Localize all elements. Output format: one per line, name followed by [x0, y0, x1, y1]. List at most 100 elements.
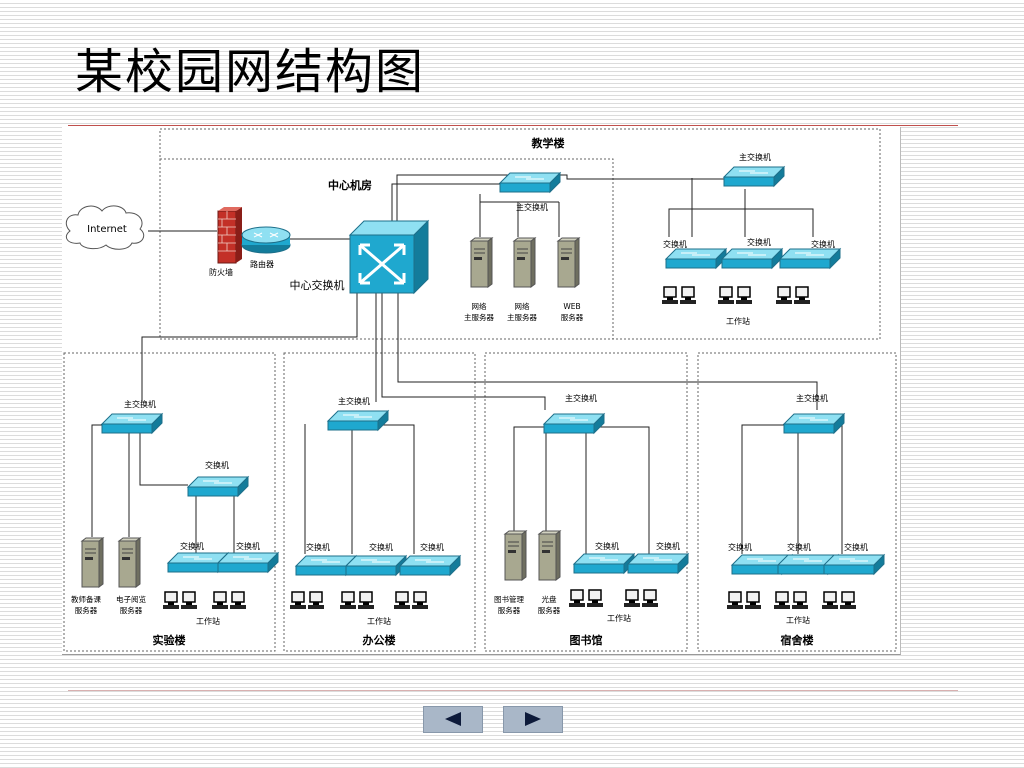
- workstation-icon: [624, 590, 658, 607]
- switch-label: 交换机: [787, 542, 811, 552]
- server-label: 光盘: [542, 594, 557, 604]
- switch-icon: [101, 413, 163, 434]
- workstation-label: 工作站: [607, 613, 631, 623]
- switch-icon: [217, 552, 279, 573]
- workstation-icon: [774, 592, 808, 609]
- workstation-label: 工作站: [726, 316, 750, 326]
- firewall-label: 防火墙: [209, 267, 233, 277]
- triangle-right-icon: [525, 712, 541, 726]
- workstation-label: 工作站: [196, 616, 220, 626]
- server-label: 服务器: [538, 605, 561, 615]
- switch-icon: [327, 410, 389, 431]
- server-label: 服务器: [561, 312, 584, 322]
- workstation-icon: [340, 592, 374, 609]
- switch-label: 交换机: [595, 541, 619, 551]
- server-label: 服务器: [120, 605, 143, 615]
- network-diagram: Internet 防火墙 路由器: [62, 127, 901, 655]
- switch-label: 主交换机: [565, 393, 597, 403]
- zone-library-box: [484, 352, 688, 652]
- switch-icon: [721, 248, 783, 269]
- zone-office-label: 办公楼: [363, 633, 396, 647]
- server-icon: [81, 537, 104, 588]
- server-icon: [504, 530, 527, 581]
- switch-label: 主交换机: [796, 393, 828, 403]
- server-icon: [118, 537, 141, 588]
- internet-label: Internet: [87, 224, 127, 235]
- server-label: 网络: [515, 301, 530, 311]
- core-switch-icon: [348, 219, 430, 295]
- server-label: 服务器: [75, 605, 98, 615]
- zone-dorm-label: 宿舍楼: [781, 633, 814, 647]
- switch-icon: [543, 413, 605, 434]
- title-divider: [68, 125, 958, 126]
- zone-center-label: 中心机房: [328, 178, 372, 192]
- server-label: 网络: [472, 301, 487, 311]
- next-slide-button[interactable]: [503, 706, 563, 733]
- switch-label: 交换机: [747, 237, 771, 247]
- server-label: WEB: [563, 302, 580, 311]
- switch-icon: [499, 172, 561, 193]
- page-title: 某校园网结构图: [75, 44, 426, 100]
- workstation-icon: [212, 592, 246, 609]
- switch-icon: [779, 248, 841, 269]
- switch-icon: [723, 166, 785, 187]
- switch-label: 交换机: [236, 541, 260, 551]
- switch-icon: [665, 248, 727, 269]
- workstation-icon: [822, 592, 856, 609]
- workstation-icon: [776, 287, 810, 304]
- server-icon: [538, 530, 561, 581]
- workstation-label: 工作站: [786, 615, 810, 625]
- workstation-icon: [290, 592, 324, 609]
- server-label: 电子阅览: [116, 594, 146, 604]
- zone-teaching-label: 教学楼: [531, 136, 565, 150]
- zone-center-box: [159, 158, 614, 340]
- switch-label: 交换机: [306, 542, 330, 552]
- switch-icon: [187, 476, 249, 497]
- connection-lines: [91, 174, 843, 555]
- switch-icon: [783, 413, 845, 434]
- switch-label: 交换机: [656, 541, 680, 551]
- triangle-left-icon: [445, 712, 461, 726]
- server-label: 主服务器: [507, 312, 537, 322]
- previous-slide-button[interactable]: [423, 706, 483, 733]
- workstation-label: 工作站: [367, 616, 391, 626]
- switch-label: 交换机: [844, 542, 868, 552]
- internet-cloud-icon: [65, 205, 145, 250]
- zone-office-box: [283, 352, 476, 652]
- switch-label: 主交换机: [516, 202, 548, 212]
- switch-icon: [627, 553, 689, 574]
- workstation-icon: [718, 287, 752, 304]
- firewall-icon: [217, 207, 242, 264]
- zone-lab-label: 实验楼: [153, 633, 186, 647]
- workstation-icon: [662, 287, 696, 304]
- footer-divider: [68, 690, 958, 691]
- server-icon: [557, 237, 580, 288]
- switch-label: 主交换机: [739, 152, 771, 162]
- switch-label: 主交换机: [338, 396, 370, 406]
- switch-label: 交换机: [205, 460, 229, 470]
- switch-label: 交换机: [420, 542, 444, 552]
- switch-icon: [573, 553, 635, 574]
- server-label: 主服务器: [464, 312, 494, 322]
- server-label: 图书管理: [494, 594, 524, 604]
- zone-library-label: 图书馆: [570, 633, 603, 647]
- workstation-icon: [163, 592, 197, 609]
- workstation-icon: [727, 592, 761, 609]
- switch-label: 交换机: [369, 542, 393, 552]
- server-icon: [470, 237, 493, 288]
- router-label: 路由器: [250, 259, 274, 269]
- server-icon: [513, 237, 536, 288]
- core-switch-label: 中心交换机: [290, 278, 345, 292]
- router-icon: [241, 226, 291, 254]
- switch-label: 交换机: [728, 542, 752, 552]
- switch-label: 交换机: [180, 541, 204, 551]
- switch-icon: [823, 554, 885, 575]
- switch-icon: [345, 555, 407, 576]
- switch-icon: [399, 555, 461, 576]
- workstation-icon: [569, 590, 603, 607]
- server-label: 服务器: [498, 605, 521, 615]
- switch-label: 交换机: [663, 239, 687, 249]
- zone-lab-box: [63, 352, 276, 652]
- switch-label: 主交换机: [124, 399, 156, 409]
- server-label: 教师备课: [71, 594, 101, 604]
